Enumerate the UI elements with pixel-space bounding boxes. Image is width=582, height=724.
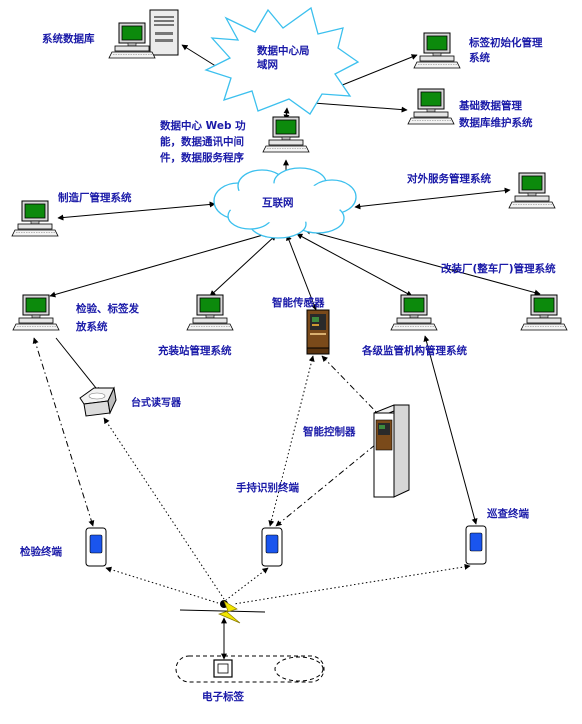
desktop-reader-label: 台式读写器	[131, 398, 181, 409]
link-internet-filling	[209, 234, 277, 297]
link-manufacturer-internet	[57, 201, 216, 221]
desktop-reader-icon	[79, 386, 117, 417]
system-db-label: 系统数据库	[42, 33, 95, 45]
inspection-terminal-icon	[85, 527, 107, 567]
link-sensor-controller	[321, 355, 383, 419]
internet-label: 互联网	[262, 197, 294, 209]
handheld-terminal-label: 手持识别终端	[236, 482, 299, 494]
refit-factory-mgmt-label: 改装厂(整车厂)管理系统	[441, 263, 556, 275]
handheld-terminal-icon	[261, 527, 283, 567]
filling-station-label: 充装站管理系统	[158, 345, 232, 357]
datacenter-lan-label-line1: 数据中心局	[257, 45, 310, 57]
link-controller-handheld	[275, 444, 376, 527]
link-inspectpc-reader	[55, 337, 101, 394]
external-service-pc-icon	[508, 172, 556, 209]
tag-init-pc-icon	[413, 32, 461, 69]
link-sensor-handheld	[268, 355, 315, 527]
link-reader-antenna	[103, 417, 225, 600]
link-internet-external	[354, 187, 511, 210]
external-service-label: 对外服务管理系统	[407, 173, 491, 185]
inspect-tag-pc-icon	[12, 294, 60, 331]
link-inspectpc-terminal	[32, 337, 95, 527]
filling-station-pc-icon	[186, 294, 234, 331]
supervision-mgmt-label: 各级监管机构管理系统	[362, 345, 467, 357]
tag-init-mgmt-label-line2: 系统	[469, 52, 490, 64]
link-internet-inspect	[49, 231, 271, 298]
datacenter-lan-label-line2: 域网	[257, 59, 278, 71]
datacenter-web-label-line1: 数据中心 Web 功	[160, 120, 246, 132]
basic-data-mgmt-label-line2: 数据库维护系统	[459, 117, 533, 129]
db-server-icon	[149, 9, 179, 56]
tag-init-mgmt-label-line1: 标签初始化管理	[469, 37, 543, 49]
datacenter-lan-burst	[204, 6, 360, 115]
link-handheld-antenna	[225, 567, 269, 601]
system-db-pc-icon	[108, 22, 156, 59]
smart-controller-label: 智能控制器	[303, 426, 356, 438]
wireless-antenna-icon	[179, 600, 266, 624]
smart-controller-icon	[373, 404, 410, 498]
link-internet-refit	[304, 228, 541, 296]
smart-sensor-label: 智能传感器	[272, 297, 325, 309]
supervision-pc-icon	[390, 294, 438, 331]
patrol-terminal-label: 巡查终端	[487, 508, 529, 520]
basic-data-mgmt-label-line1: 基础数据管理	[459, 100, 522, 112]
smart-sensor-icon	[306, 309, 330, 355]
datacenter-web-pc-icon	[262, 116, 310, 153]
datacenter-web-label-line2: 能，数据通讯中间	[160, 136, 244, 148]
electronic-tag-label: 电子标签	[202, 691, 244, 703]
inspect-tag-label-line1: 检验、标签发	[76, 303, 139, 315]
basic-data-pc-icon	[407, 88, 455, 125]
link-patrol-antenna	[233, 563, 471, 605]
network-links	[32, 44, 541, 660]
refit-factory-pc-icon	[520, 294, 568, 331]
electronic-tag-icon	[175, 655, 325, 683]
patrol-terminal-icon	[465, 525, 487, 565]
link-lan-basicdata	[299, 99, 408, 113]
link-supervision-patrol	[423, 335, 478, 525]
manufacturer-mgmt-label: 制造厂管理系统	[58, 192, 132, 204]
manufacturer-pc-icon	[11, 200, 59, 237]
inspection-terminal-label: 检验终端	[20, 546, 62, 558]
datacenter-web-label-line3: 件，数据服务程序	[160, 152, 244, 164]
link-inspectterm-antenna	[105, 566, 219, 604]
inspect-tag-label-line2: 放系统	[76, 321, 108, 333]
